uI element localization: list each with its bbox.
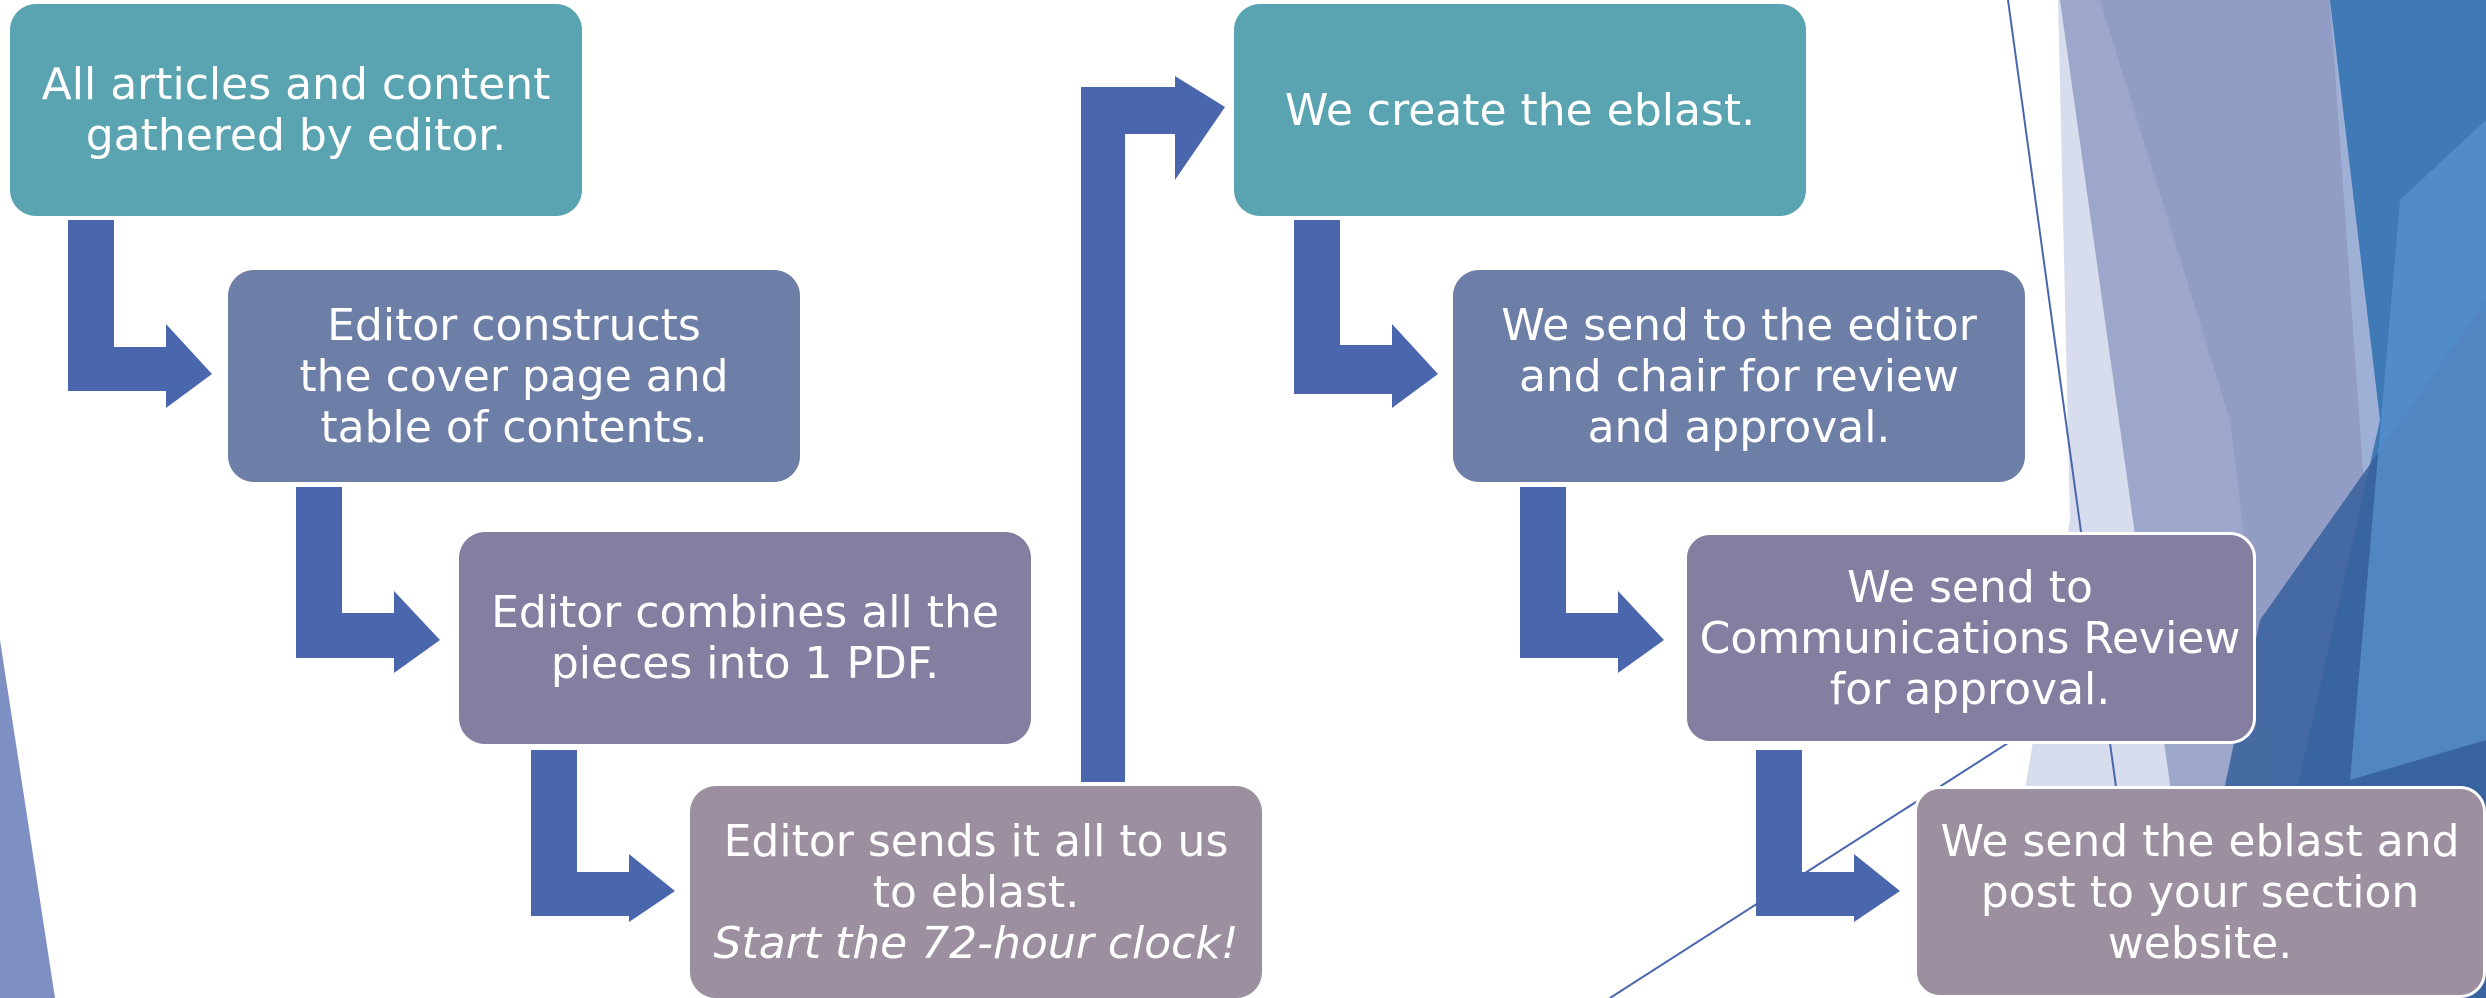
step-text-line: pieces into 1 PDF. bbox=[550, 638, 940, 689]
elbow-arrow-5 bbox=[1520, 487, 1664, 673]
step-text-line: All articles and content bbox=[41, 59, 551, 110]
elbow-arrow-4 bbox=[1294, 220, 1438, 408]
step-text-line: We create the eblast. bbox=[1284, 84, 1756, 136]
step-text-line: We send the eblast and bbox=[1940, 815, 2460, 867]
step-create-eblast: We create the eblast. bbox=[1234, 4, 1806, 216]
bg-shape-bright bbox=[2350, 120, 2486, 780]
step-text-line: for approval. bbox=[1829, 663, 2111, 715]
bg-shape-left bbox=[0, 640, 55, 998]
step-send-and-post: We send the eblast and post to your sect… bbox=[1914, 786, 2486, 998]
step-text-line: gathered by editor. bbox=[85, 110, 507, 161]
up-arrow-to-right-column bbox=[1081, 76, 1225, 782]
step-emphasis-text: Start the 72-hour clock! bbox=[713, 917, 1239, 969]
step-text-line: Editor combines all the bbox=[491, 587, 999, 638]
step-gather-content: All articles and content gathered by edi… bbox=[10, 4, 582, 216]
step-text-line: Editor sends it all to us bbox=[723, 815, 1229, 867]
elbow-arrow-2 bbox=[296, 487, 440, 673]
step-text-line: We send to bbox=[1847, 561, 2093, 613]
elbow-arrow-1 bbox=[68, 220, 212, 408]
step-text-line: Communications Review bbox=[1699, 612, 2241, 664]
step-text-line: the cover page and bbox=[299, 350, 729, 402]
step-combine-pdf: Editor combines all the pieces into 1 PD… bbox=[459, 532, 1031, 744]
step-text-line: post to your section bbox=[1980, 866, 2420, 918]
step-text-line: and chair for review bbox=[1518, 350, 1960, 402]
step-editor-review: We send to the editor and chair for revi… bbox=[1453, 270, 2025, 482]
step-text-line: table of contents. bbox=[320, 401, 708, 453]
elbow-arrow-6 bbox=[1756, 750, 1900, 922]
step-communications-review: We send to Communications Review for app… bbox=[1684, 532, 2256, 744]
step-text-line: Editor constructs bbox=[327, 299, 701, 351]
elbow-arrow-3 bbox=[531, 750, 675, 922]
step-text-line: We send to the editor bbox=[1501, 299, 1977, 351]
step-construct-cover: Editor constructs the cover page and tab… bbox=[228, 270, 800, 482]
step-text-line: to eblast. bbox=[872, 866, 1080, 918]
step-text-line: website. bbox=[2107, 917, 2293, 969]
step-send-to-eblast: Editor sends it all to us to eblast. Sta… bbox=[690, 786, 1262, 998]
step-text-line: and approval. bbox=[1587, 401, 1891, 453]
